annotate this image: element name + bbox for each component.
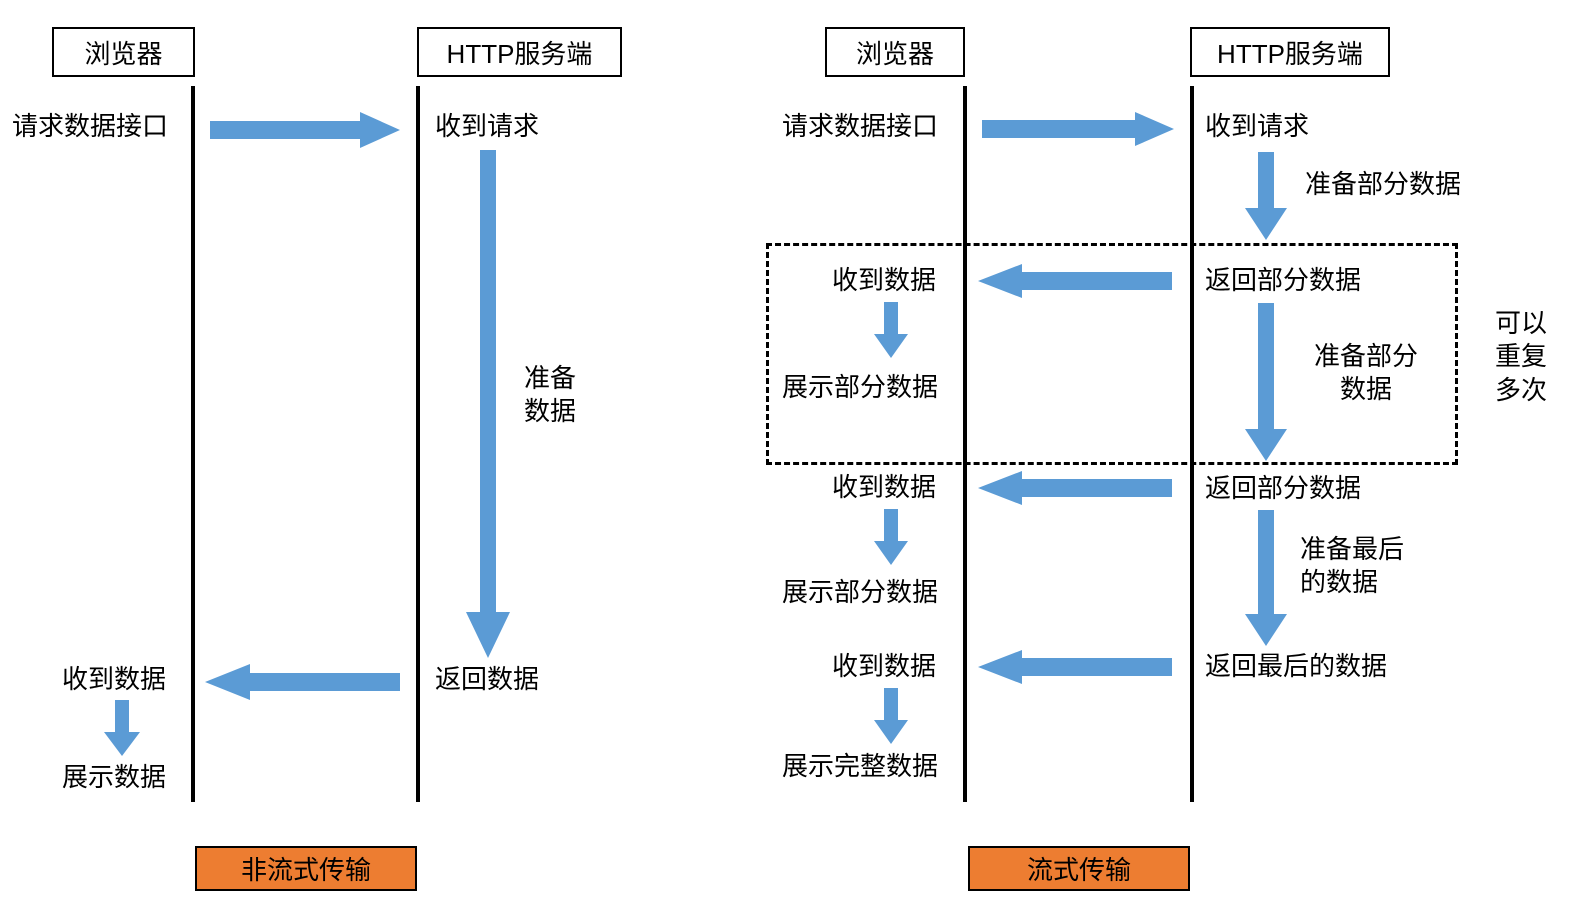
right-arrow-render-full-down: [874, 688, 908, 744]
left-arrow-prepare-down: [466, 150, 510, 658]
right-arrow-return-partial-1-left: [978, 264, 1172, 298]
right-actor-browser-label: 浏览器: [855, 38, 934, 69]
left-caption-tag-label: 非流式传输: [240, 855, 371, 885]
left-lifeline-browser: [191, 86, 195, 802]
right-step-browser-request: 请求数据接口: [782, 111, 939, 141]
right-arrow-prepare-last-down: [1245, 510, 1287, 646]
right-step-server-prepare-partial-2-line2: 数据: [1339, 374, 1392, 405]
right-lifeline-server: [1190, 86, 1194, 802]
left-actor-browser: 浏览器: [52, 27, 195, 77]
right-step-browser-render-partial-1: 展示部分数据: [782, 372, 939, 402]
right-lifeline-browser: [963, 86, 967, 802]
right-caption-tag: 流式传输: [968, 846, 1190, 891]
right-step-server-prepare-partial-2-line1: 准备部分: [1313, 341, 1418, 371]
right-actor-browser: 浏览器: [825, 27, 965, 77]
right-arrow-return-last-left: [978, 650, 1172, 684]
right-step-server-prepare-partial-2: 准备部分 数据: [1296, 340, 1436, 407]
right-step-browser-render-full: 展示完整数据: [782, 751, 939, 781]
left-actor-server-label: HTTP服务端: [446, 38, 593, 69]
right-step-browser-receive-1: 收到数据: [832, 265, 937, 295]
left-lifeline-server: [416, 86, 420, 802]
left-step-server-prepare-line2: 数据: [524, 396, 577, 427]
left-step-browser-receive: 收到数据: [62, 664, 167, 694]
right-arrow-return-partial-2-left: [978, 471, 1172, 505]
left-step-browser-request: 请求数据接口: [12, 111, 169, 141]
left-arrow-request-right: [210, 112, 400, 148]
right-step-server-return-last: 返回最后的数据: [1205, 651, 1388, 681]
right-arrow-prepare-partial-1-down: [1245, 152, 1287, 240]
right-step-server-prepare-partial-1: 准备部分数据: [1305, 169, 1462, 199]
right-step-browser-receive-3: 收到数据: [832, 651, 937, 681]
right-repeat-note-line3: 多次: [1494, 374, 1547, 405]
right-actor-server: HTTP服务端: [1190, 27, 1390, 77]
right-repeat-note-line1: 可以: [1494, 308, 1547, 338]
left-step-browser-render: 展示数据: [62, 762, 167, 792]
right-actor-server-label: HTTP服务端: [1217, 38, 1363, 69]
left-caption-tag: 非流式传输: [195, 846, 417, 891]
left-actor-server: HTTP服务端: [417, 27, 622, 77]
right-arrow-render-partial-2-down: [874, 509, 908, 565]
right-arrow-request-right: [982, 112, 1174, 146]
left-step-server-prepare-line1: 准备: [524, 363, 577, 393]
left-arrow-return-left: [205, 664, 400, 700]
right-step-server-return-partial-1: 返回部分数据: [1205, 265, 1362, 295]
right-arrow-render-partial-1-down: [874, 302, 908, 358]
right-step-server-prepare-last: 准备最后 的数据: [1300, 533, 1460, 600]
right-caption-tag-label: 流式传输: [1026, 855, 1131, 885]
left-actor-browser-label: 浏览器: [84, 38, 163, 69]
left-step-server-return: 返回数据: [435, 664, 540, 694]
left-arrow-render-down: [104, 700, 140, 756]
right-repeat-note-line2: 重复: [1494, 341, 1547, 372]
right-repeat-note: 可以 重复 多次: [1478, 307, 1564, 407]
right-step-server-prepare-last-line2: 的数据: [1300, 567, 1379, 598]
right-step-browser-receive-2: 收到数据: [832, 472, 937, 502]
right-arrow-prepare-partial-2-down: [1245, 303, 1287, 461]
right-step-server-prepare-last-line1: 准备最后: [1300, 534, 1405, 564]
left-step-server-receive: 收到请求: [435, 111, 540, 141]
right-repeat-region: [766, 243, 1458, 465]
right-step-server-return-partial-2: 返回部分数据: [1205, 473, 1362, 503]
right-step-browser-render-partial-2: 展示部分数据: [782, 577, 939, 607]
right-step-server-receive: 收到请求: [1205, 111, 1310, 141]
left-step-server-prepare: 准备 数据: [524, 362, 644, 429]
